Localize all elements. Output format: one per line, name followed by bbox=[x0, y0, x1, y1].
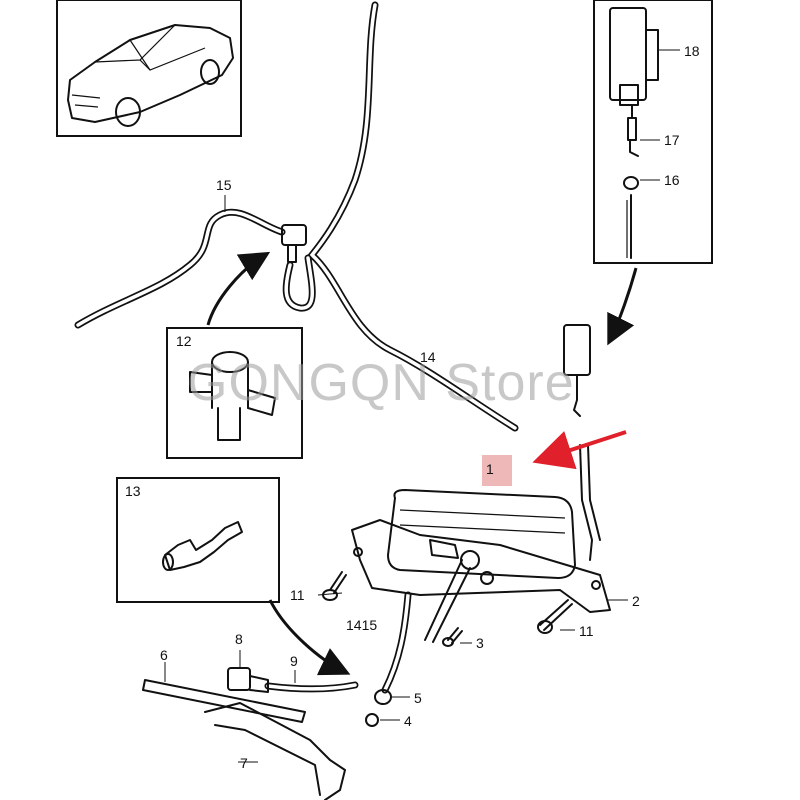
callout-17: 17 bbox=[664, 132, 680, 148]
callout-5: 5 bbox=[414, 690, 422, 706]
callout-1-highlight bbox=[482, 455, 512, 486]
tee-inset bbox=[166, 327, 303, 459]
wiper-motor-assembly bbox=[351, 444, 611, 643]
callout-3: 3 bbox=[476, 635, 484, 651]
callout-9: 9 bbox=[290, 653, 298, 669]
callout-1415: 1415 bbox=[346, 617, 377, 633]
washer-hoses bbox=[74, 1, 519, 694]
connector-inset bbox=[593, 0, 713, 264]
callout-11-left: 11 bbox=[290, 587, 305, 603]
pointer-arrows bbox=[206, 251, 638, 676]
harness-connector bbox=[563, 324, 591, 417]
leader-lines bbox=[164, 49, 680, 763]
callout-12: 12 bbox=[176, 333, 192, 349]
callout-11-right: 11 bbox=[579, 623, 594, 639]
callout-13: 13 bbox=[125, 483, 141, 499]
callout-4: 4 bbox=[404, 713, 412, 729]
callout-6: 6 bbox=[160, 647, 168, 663]
straight-connector-inset bbox=[116, 477, 280, 603]
store-watermark: GONGQN Store bbox=[187, 354, 575, 412]
callout-14: 14 bbox=[420, 349, 436, 365]
wiper-arm bbox=[142, 667, 346, 800]
callout-18: 18 bbox=[684, 43, 700, 59]
callout-8: 8 bbox=[235, 631, 243, 647]
fasteners bbox=[322, 571, 573, 727]
callout-7: 7 bbox=[240, 755, 248, 771]
car-thumbnail bbox=[56, 0, 242, 137]
callout-16: 16 bbox=[664, 172, 680, 188]
callout-1: 1 bbox=[486, 461, 494, 477]
callout-2: 2 bbox=[632, 593, 640, 609]
callout-15: 15 bbox=[216, 177, 232, 193]
callout-labels: 1 2 3 4 5 6 7 8 9 11 11 12 13 14 1415 15… bbox=[125, 43, 700, 771]
